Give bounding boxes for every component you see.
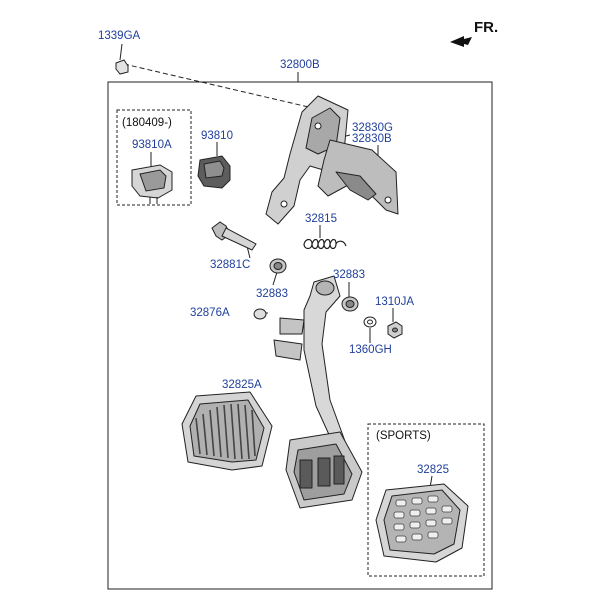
part-label-1339GA[interactable]: 1339GA <box>98 30 141 42</box>
part-label-32883-right[interactable]: 32883 <box>333 269 365 281</box>
assembly-frame <box>107 81 493 590</box>
clip-part <box>115 59 129 75</box>
stop-switch-part <box>131 164 173 204</box>
part-label-32825[interactable]: 32825 <box>417 464 449 476</box>
part-label-93810[interactable]: 93810 <box>201 130 233 142</box>
leader-32883a <box>272 271 278 286</box>
part-label-32815[interactable]: 32815 <box>305 213 337 225</box>
pedal-bracket-part <box>265 95 399 225</box>
leader-1339GA-dashed <box>123 63 331 113</box>
part-label-32830G[interactable]: 32830G <box>352 122 393 134</box>
sports-box <box>367 423 485 577</box>
part-label-32830B[interactable]: 32830B <box>352 133 392 145</box>
part-label-32883-left[interactable]: 32883 <box>256 288 288 300</box>
part-label-1310JA[interactable]: 1310JA <box>375 296 415 308</box>
stopper-part <box>253 308 267 320</box>
part-label-93810A[interactable]: 93810A <box>132 139 172 151</box>
sports-note: (SPORTS) <box>376 430 431 442</box>
part-label-1360GH[interactable]: 1360GH <box>349 344 392 356</box>
pedal-switch-part <box>197 155 231 189</box>
direction-label: FR. <box>474 19 499 36</box>
part-label-32881C[interactable]: 32881C <box>210 259 251 271</box>
pedal-pad-part <box>285 431 363 509</box>
part-label-32876A[interactable]: 32876A <box>190 307 230 319</box>
pedal-arm-part <box>273 275 347 451</box>
leader-1339GA <box>119 43 123 61</box>
part-label-32800B[interactable]: 32800B <box>280 59 320 71</box>
variant-note: (180409-) <box>122 117 172 129</box>
pedal-cover-part <box>181 391 273 471</box>
pivot-bolt-part <box>211 221 257 251</box>
part-label-32825A[interactable]: 32825A <box>222 379 262 391</box>
sports-pedal-cover-part <box>375 483 469 563</box>
variant-box <box>116 109 192 206</box>
return-spring-part <box>303 238 347 250</box>
front-arrow-icon <box>450 36 472 47</box>
